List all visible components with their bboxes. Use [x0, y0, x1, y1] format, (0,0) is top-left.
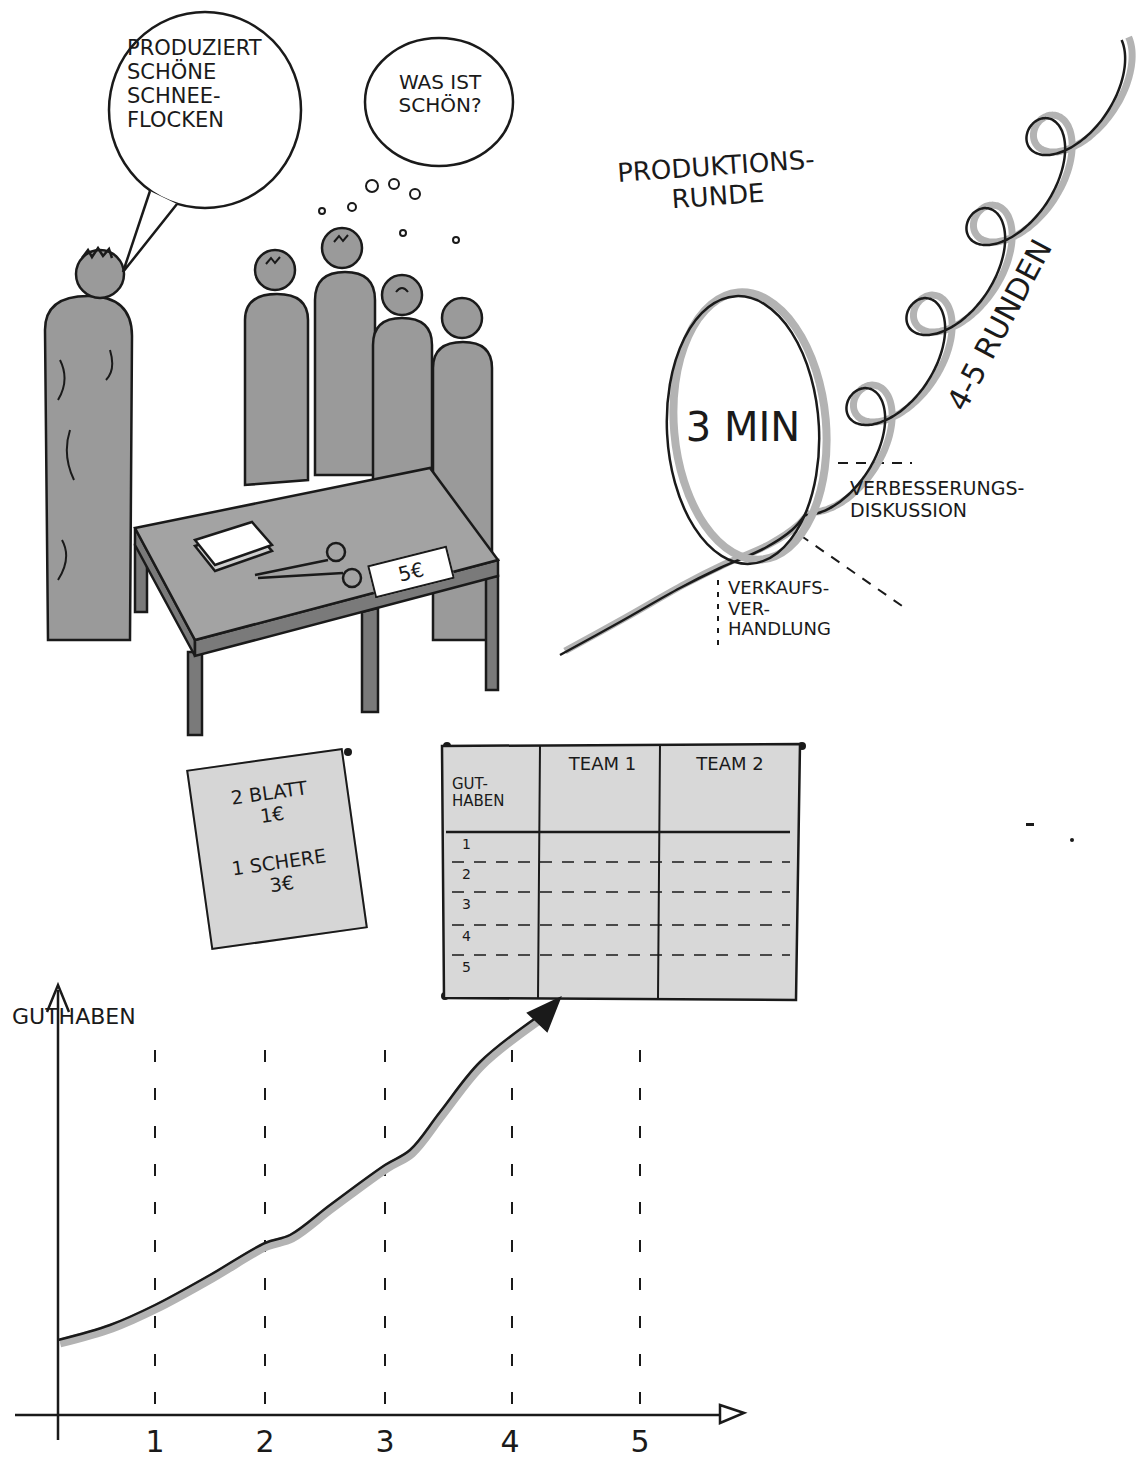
- figure-head: [255, 250, 295, 290]
- thought-dot: [400, 230, 406, 236]
- axis-tick-label: 5: [620, 1425, 660, 1460]
- marker-shadow: [60, 1018, 542, 1343]
- bubble-outline: [109, 12, 301, 208]
- growth-arrowhead: [528, 998, 560, 1031]
- y-axis: [57, 990, 60, 1440]
- dynamic-strokes: [58, 37, 1132, 1343]
- thought-dot: [348, 203, 356, 211]
- x-axis-arrow: [720, 1405, 744, 1423]
- thought-dot: [319, 208, 325, 214]
- axis-title: GUTHABEN: [12, 1004, 212, 1029]
- figure-body: [245, 294, 308, 485]
- thought-dot: [453, 237, 459, 243]
- table-header: TEAM 1: [545, 754, 660, 775]
- axis-tick-label: 4: [490, 1425, 530, 1460]
- table-sheet: [442, 744, 800, 1000]
- table-leg: [362, 608, 378, 712]
- pins: [202, 742, 806, 1000]
- figure-hair: [266, 235, 408, 292]
- score-table: [442, 744, 800, 1000]
- figure-hair: [82, 248, 112, 258]
- table-row-number: 1: [462, 836, 492, 852]
- scissors: [343, 569, 361, 587]
- leader-line: [717, 580, 719, 648]
- table-top: [135, 468, 498, 640]
- stray-marks: [1026, 823, 1074, 842]
- presenter-figure: [45, 248, 132, 640]
- bubble-tail: [123, 191, 177, 272]
- tick-line: [155, 1050, 640, 1430]
- figure-scribble: [58, 350, 112, 580]
- scissors: [327, 543, 345, 561]
- stray-mark: [1070, 838, 1074, 842]
- node-text: 2 BLATT 1€: [217, 776, 324, 833]
- node-subtext: 3 MIN: [652, 404, 834, 450]
- thought-dot: [366, 180, 378, 192]
- thought-dot: [389, 179, 399, 189]
- table: [135, 468, 498, 735]
- thought-bubble: WAS IST SCHÖN?: [362, 35, 517, 170]
- table-row-line: [452, 862, 790, 955]
- growth-curve: [58, 1015, 540, 1340]
- node-text: PRODUZIERT SCHÖNE SCHNEE- FLOCKEN: [127, 36, 297, 133]
- step-label: VERKAUFS- VER- HANDLUNG: [728, 578, 858, 640]
- axis-tick-label: 2: [245, 1425, 285, 1460]
- table-row-number: 2: [462, 866, 492, 882]
- figure-body: [45, 296, 132, 640]
- speech-bubble: PRODUZIERT SCHÖNE SCHNEE- FLOCKEN: [105, 8, 305, 213]
- axis-tick-label: 1: [135, 1425, 175, 1460]
- table-header-line: [446, 831, 790, 834]
- balance-chart: [15, 985, 744, 1440]
- scissors: [255, 560, 343, 578]
- round-spiral: [805, 40, 1125, 515]
- table-leg: [486, 576, 498, 690]
- figure-head: [322, 228, 362, 268]
- node-text: WAS IST SCHÖN?: [384, 71, 496, 117]
- thought-dot: [410, 189, 420, 199]
- table-row-number: 3: [462, 896, 492, 912]
- price-sheet: 2 BLATT 1€ 1 SCHERE 3€: [186, 748, 368, 950]
- figure-head: [442, 298, 482, 338]
- step-label: VERBESSERUNGS- DISKUSSION: [850, 478, 1070, 522]
- table-column-line: [538, 745, 660, 999]
- node-subtext: 1 SCHERE 3€: [227, 845, 334, 902]
- paper-stack: [195, 522, 272, 565]
- table-header: TEAM 2: [665, 754, 795, 775]
- table-leg: [188, 652, 202, 735]
- marker-shadow: [812, 37, 1132, 512]
- bubble-outline: [365, 38, 513, 166]
- table-row-number: 5: [462, 959, 492, 975]
- figure-head: [382, 275, 422, 315]
- table-row-number: 4: [462, 928, 492, 944]
- pin: [344, 748, 352, 756]
- node-text: PRODUKTIONS- RUNDE: [580, 143, 854, 221]
- production-round-circle: PRODUKTIONS- RUNDE3 MIN: [662, 292, 824, 568]
- axis-tick-label: 3: [365, 1425, 405, 1460]
- table-header: GUT- HABEN: [452, 776, 532, 811]
- stray-mark: [1026, 823, 1034, 826]
- x-axis: [15, 1414, 720, 1417]
- figure-body: [315, 272, 375, 475]
